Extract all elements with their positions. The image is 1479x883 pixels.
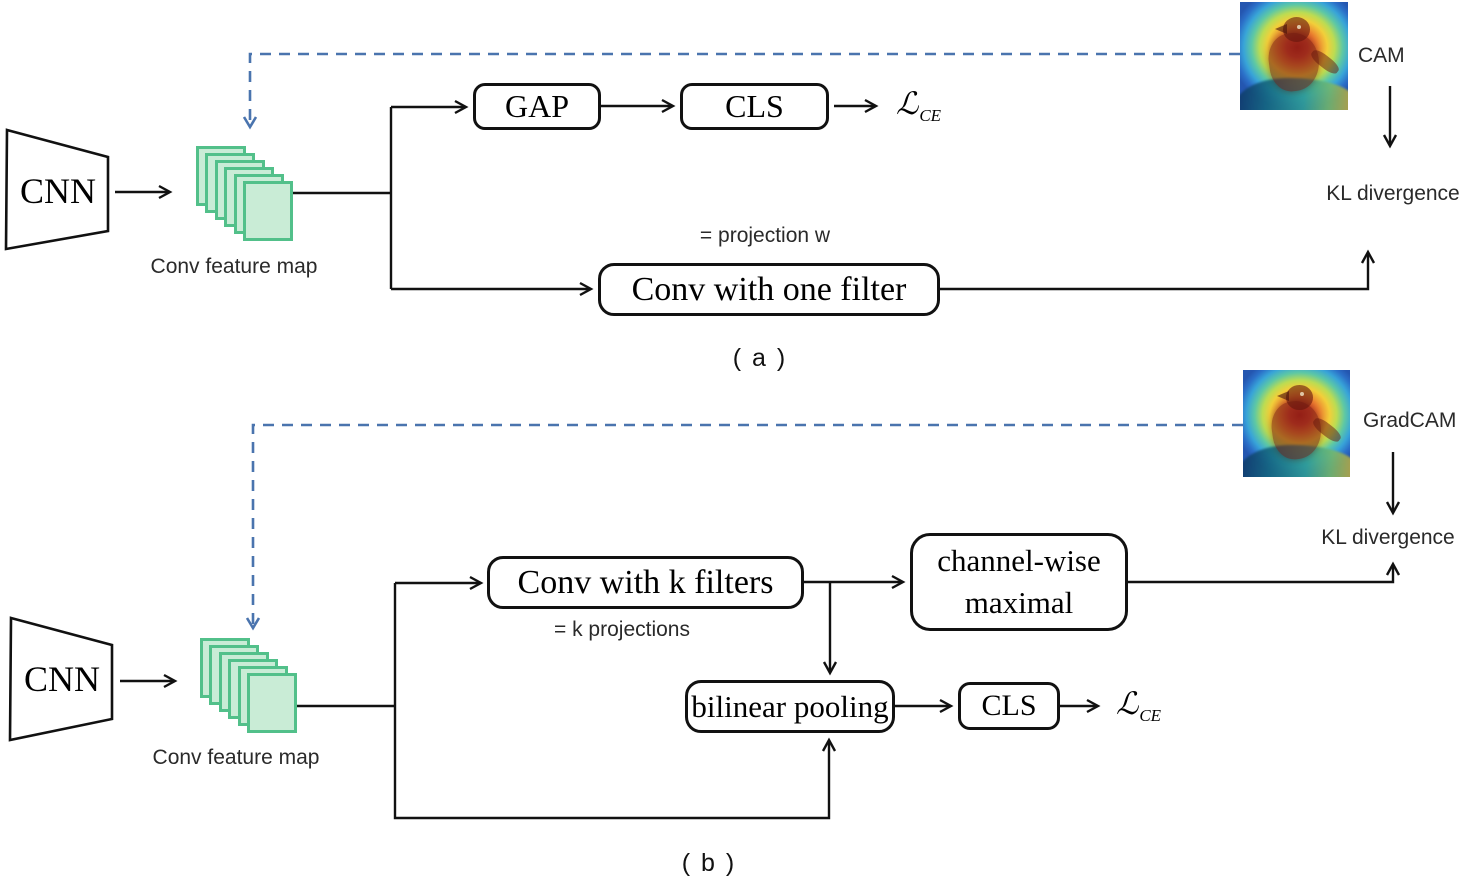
kl-divergence-label-b: KL divergence	[1321, 526, 1455, 549]
arrow-conv-one-filter-to-kl	[940, 249, 1376, 291]
kl-divergence-label-a: KL divergence	[1326, 182, 1460, 205]
projection-note-a: = projection w	[699, 224, 831, 247]
bird-beak	[1277, 391, 1290, 402]
channelwise-line2: maximal	[964, 585, 1074, 620]
conv-k-filters-box: Conv with k filters	[487, 556, 804, 609]
loss-subscript-b: CE	[1139, 706, 1162, 725]
feature-map-slice	[243, 181, 293, 241]
projection-note-b: = k projections	[554, 618, 690, 641]
gradcam-heatmap-image	[1243, 370, 1350, 477]
cnn-trapezoid-b	[8, 616, 114, 742]
channel-wise-maximal-box: channel-wise maximal	[910, 533, 1128, 631]
loss-symbol-a: ℒ	[896, 86, 919, 122]
line-junction-and-bypass-b	[393, 583, 837, 820]
cnn-node-b: CNN	[16, 656, 108, 702]
conv-one-filter-box: Conv with one filter	[598, 263, 940, 316]
gap-label: GAP	[504, 88, 569, 124]
conv-feature-map-stack-b	[200, 638, 300, 738]
channelwise-line1: channel-wise	[937, 543, 1101, 579]
arrow-channelwise-to-kl	[1128, 561, 1401, 584]
conv-k-filters-label: Conv with k filters	[517, 563, 774, 601]
cam-label: CAM	[1358, 44, 1405, 67]
caption-a: ( a )	[732, 344, 788, 372]
cls-label-b: CLS	[981, 689, 1037, 722]
bilinear-pooling-box: bilinear pooling	[685, 680, 895, 733]
bird-beak	[1274, 23, 1287, 34]
cls-label-a: CLS	[725, 88, 784, 124]
loss-ce-a: ℒCE	[896, 86, 942, 125]
caption-b: ( b )	[681, 849, 737, 877]
bird-eye	[1297, 24, 1302, 29]
cls-box-b: CLS	[958, 682, 1060, 730]
feature-map-label-a: Conv feature map	[150, 255, 318, 278]
conv-feature-map-stack-a	[196, 146, 296, 246]
gap-box: GAP	[473, 83, 601, 130]
gradcam-label: GradCAM	[1363, 409, 1457, 432]
cnn-trapezoid-a	[4, 128, 110, 251]
loss-subscript-a: CE	[919, 106, 942, 125]
conv-one-filter-label: Conv with one filter	[631, 270, 907, 308]
feature-map-label-b: Conv feature map	[152, 746, 320, 769]
loss-symbol-b: ℒ	[1116, 686, 1139, 722]
dashed-gradcam-feedback-b	[245, 423, 1243, 631]
loss-ce-b: ℒCE	[1116, 686, 1162, 725]
cnn-label-a: CNN	[19, 171, 96, 211]
dashed-cam-feedback-a	[242, 52, 1240, 130]
feature-map-slice	[247, 673, 297, 733]
cnn-node-a: CNN	[12, 168, 104, 214]
bilinear-pooling-label: bilinear pooling	[691, 688, 889, 724]
cam-heatmap-image	[1240, 2, 1348, 110]
bird-eye	[1299, 392, 1304, 397]
cnn-label-b: CNN	[23, 659, 100, 699]
cls-box-a: CLS	[680, 83, 829, 130]
bird-head	[1285, 384, 1313, 410]
bird-head	[1283, 17, 1311, 42]
